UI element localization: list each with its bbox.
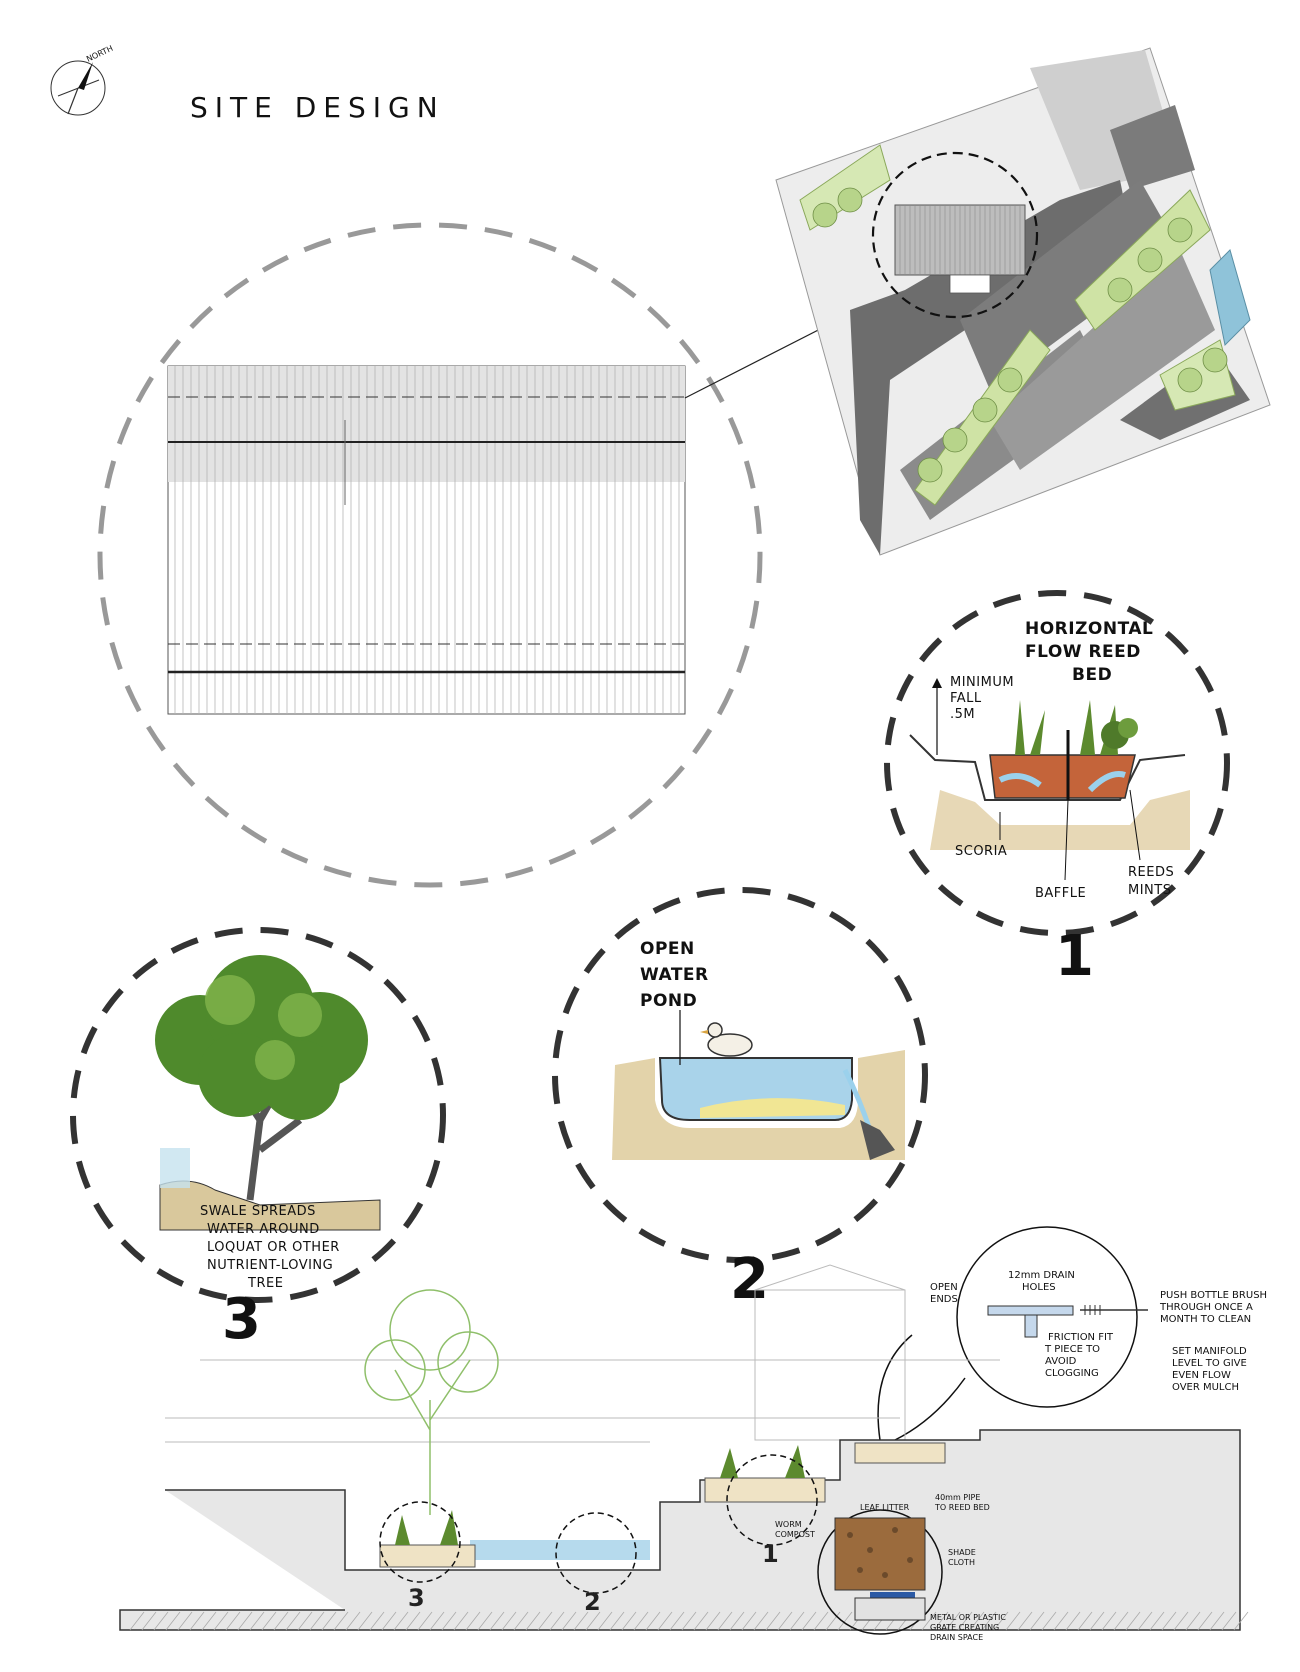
detail-1-heading-3: BED [1072,665,1112,685]
detail-3-caption-5: TREE [247,1276,283,1291]
manifold-tpiece-1: FRICTION FIT [1048,1332,1114,1343]
detail-3-caption-1: SWALE SPREADS [200,1204,316,1219]
detail-1-heading-2: FLOW REED [1025,642,1141,662]
manifold-open-ends-2: ENDS [930,1294,958,1305]
compost-worm-1: WORM [775,1520,802,1529]
compost-grate-3: DRAIN SPACE [930,1633,983,1642]
detail-1-label-reeds: REEDS [1128,865,1174,880]
detail-3-swale-tree: SWALE SPREADS WATER AROUND LOQUAT OR OTH… [70,927,446,1352]
compost-leaf-litter: LEAF LITTER [860,1503,910,1512]
detail-1-label-scoria: SCORIA [955,844,1007,859]
manifold-tpiece-4: CLOGGING [1045,1368,1099,1379]
detail-2-heading-3: POND [640,991,697,1011]
manifold-brush-2: THROUGH ONCE A [1159,1302,1253,1313]
svg-text:WATER: WATER [640,965,709,985]
detail-1-label-baffle: BAFFLE [1035,886,1086,901]
compost-shade-1: SHADE [948,1548,976,1557]
detail-1-fall-1: MINIMUM [950,675,1014,690]
compost-pipe-1: 40mm PIPE [935,1493,980,1502]
page-title: SITE DESIGN [190,91,445,124]
compost-detail: LEAF LITTER 40mm PIPE TO REED BED WORM C… [775,1493,1006,1642]
bird-icon [700,1022,753,1057]
manifold-holes-2: HOLES [1022,1282,1056,1293]
detail-2-number: 2 [730,1247,769,1312]
compass-label: NORTH [85,44,114,64]
detail-3-number: 3 [222,1287,261,1352]
compost-grate-2: GRATE CREATING [930,1623,999,1632]
compost-worm-2: COMPOST [775,1530,815,1539]
manifold-level-4: OVER MULCH [1172,1382,1239,1393]
detail-3-caption-4: NUTRIENT-LOVING [207,1258,333,1273]
detail-2-heading-1: OPEN [640,939,695,959]
svg-text:BED: BED [1072,665,1112,685]
detail-1-reed-bed: HORIZONTAL FLOW REED BED MINIMUM FALL .5… [884,590,1230,989]
detail-2-pond: OPEN WATER POND 2 [552,887,928,1312]
manifold-tpiece-2: T PIECE TO [1044,1344,1100,1355]
section-number-2: 2 [584,1588,601,1616]
svg-text:HORIZONTAL: HORIZONTAL [1025,619,1153,639]
detail-1-heading-1: HORIZONTAL [1025,619,1153,639]
section-number-1: 1 [762,1540,779,1568]
svg-text:FLOW REED: FLOW REED [1025,642,1141,662]
svg-text:POND: POND [640,991,697,1011]
manifold-brush-1: PUSH BOTTLE BRUSH [1160,1290,1267,1301]
compost-shade-2: CLOTH [948,1558,975,1567]
detail-1-fall-3: .5M [950,707,975,722]
detail-1-label-mints: MINTS [1128,883,1171,898]
manifold-level-1: SET MANIFOLD [1172,1346,1247,1357]
compost-grate-1: METAL OR PLASTIC [930,1613,1006,1622]
compost-pipe-2: TO REED BED [934,1503,990,1512]
roof-plan-zoom [97,222,886,888]
detail-2-heading-2: WATER [640,965,709,985]
manifold-level-3: EVEN FLOW [1172,1370,1231,1381]
site-section: 3 2 1 [119,1264,1249,1631]
manifold-open-ends-1: OPEN [930,1282,958,1293]
manifold-detail: OPEN ENDS 12mm DRAIN HOLES PUSH BOTTLE B… [877,1226,1267,1441]
manifold-brush-3: MONTH TO CLEAN [1160,1314,1251,1325]
detail-3-caption-3: LOQUAT OR OTHER [207,1240,340,1255]
detail-1-number: 1 [1055,924,1094,989]
detail-1-fall-2: FALL [950,691,982,706]
north-arrow-icon: NORTH [50,44,114,116]
site-plan [775,47,1271,556]
manifold-level-2: LEVEL TO GIVE [1172,1358,1247,1369]
detail-3-caption-2: WATER AROUND [207,1222,320,1237]
section-number-3: 3 [408,1584,425,1612]
svg-text:OPEN: OPEN [640,939,695,959]
manifold-tpiece-3: AVOID [1045,1356,1077,1367]
manifold-holes-1: 12mm DRAIN [1008,1270,1075,1281]
